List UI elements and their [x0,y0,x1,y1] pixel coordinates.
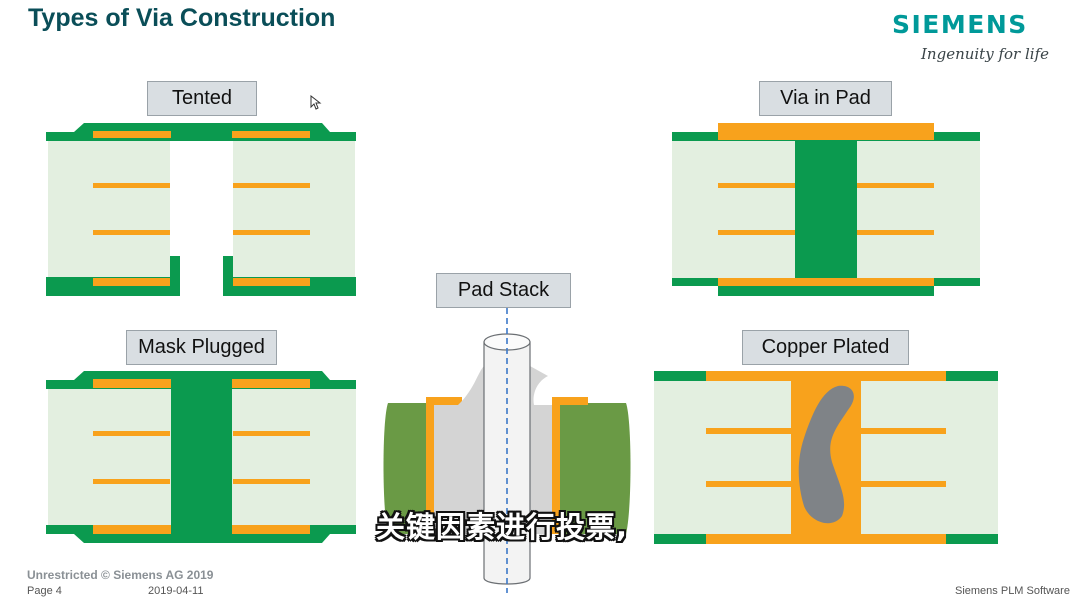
label-mask-plugged: Mask Plugged [126,330,277,365]
label-copper-plated: Copper Plated [742,330,909,365]
mask-plugged-diagram [46,371,356,543]
pad-stack-diagram [383,308,631,593]
footer-org: Siemens PLM Software [955,585,1070,597]
label-tented: Tented [147,81,257,116]
mouse-cursor-icon [310,95,322,110]
via-in-pad-diagram [672,123,980,296]
copper-plated-diagram [654,371,998,544]
label-pad-stack: Pad Stack [436,273,571,308]
tented-diagram [46,123,356,296]
siemens-logo: SIEMENS [892,10,1028,39]
footer-page: Page 4 [27,585,62,597]
logo-tagline: Ingenuity for life [921,45,1049,63]
footer-date: 2019-04-11 [148,585,204,597]
slide-title: Types of Via Construction [28,4,336,32]
footer-copyright: Unrestricted © Siemens AG 2019 [27,568,214,582]
video-subtitle: 关键因素进行投票, [376,510,629,544]
label-via-in-pad: Via in Pad [759,81,892,116]
